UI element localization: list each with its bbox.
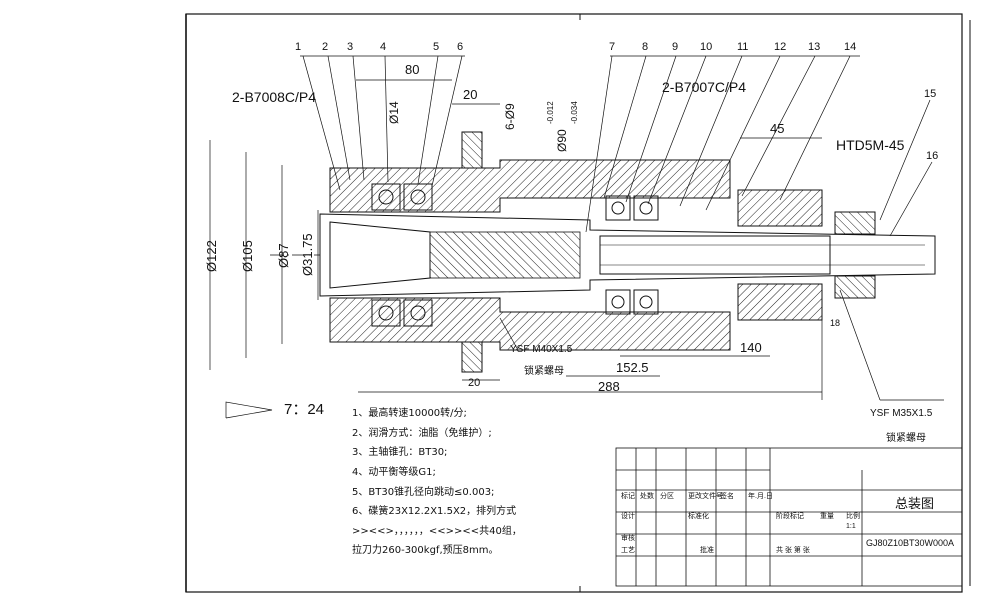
tech-note: 4、动平衡等级G1; <box>352 467 436 478</box>
tb-cell: 阶段标记 <box>776 511 804 520</box>
part-number: 5 <box>433 41 439 53</box>
pulley <box>737 189 876 321</box>
title-block-text: 总装图 GJ80Z10BT30W000A 1:1 标记 处数 分区 更改文件号 … <box>621 491 954 554</box>
tb-cell: 标记 <box>621 491 635 500</box>
dim-14: Ø14 <box>387 101 401 124</box>
tech-note: 6、碟簧23X12.2X1.5X2，排列方式 <box>352 506 517 517</box>
part-number: 15 <box>924 88 936 100</box>
dim-122: Ø122 <box>204 240 219 272</box>
tb-cell: 比例 <box>846 511 860 520</box>
tb-cell: 年.月.日 <box>748 491 773 500</box>
part-number: 3 <box>347 41 353 53</box>
part-number: 4 <box>380 41 386 53</box>
dim-18: 18 <box>830 318 840 328</box>
dim-31: Ø31.75 <box>300 233 315 276</box>
tb-cell: 签名 <box>720 491 734 500</box>
tb-cell: 共 张 第 张 <box>776 545 810 554</box>
dim-20-bottom: 20 <box>468 377 480 389</box>
dim-90-tol-lower: -0.034 <box>570 101 579 124</box>
part-numbers: 1 2 3 4 5 6 7 8 9 10 11 12 13 14 15 16 <box>295 41 938 162</box>
bearing-front-label: 2-B7008C/P4 <box>232 89 316 105</box>
thread-front: YSF M40X1.5 <box>510 344 573 355</box>
dim-105: Ø105 <box>240 240 255 272</box>
belt-label: HTD5M-45 <box>836 137 905 153</box>
title-block-frame <box>615 447 963 587</box>
part-number: 10 <box>700 41 712 53</box>
tb-cell: 设计 <box>621 511 635 520</box>
spindle <box>319 213 936 297</box>
tb-scale: 1:1 <box>846 523 856 530</box>
tech-note: 3、主轴锥孔：BT30; <box>352 447 448 458</box>
tb-cell: 分区 <box>660 491 674 500</box>
thread-front-cn: 锁紧螺母 <box>524 364 564 377</box>
tb-cell: 批准 <box>700 545 714 554</box>
tech-note: 5、BT30锥孔径向跳动≤0.003; <box>352 487 495 498</box>
tb-drawing-no: GJ80Z10BT30W000A <box>866 538 954 548</box>
part-number: 7 <box>609 41 615 53</box>
dim-20-top: 20 <box>463 87 477 102</box>
leader-lines <box>300 55 933 237</box>
dim-6-09: 6-Ø9 <box>503 103 517 130</box>
tb-cell: 标准化 <box>688 511 709 520</box>
dim-90-tol-upper: -0.012 <box>546 101 555 124</box>
dimension-lines <box>209 79 944 419</box>
part-number: 8 <box>642 41 648 53</box>
thread-rear: YSF M35X1.5 <box>870 408 933 419</box>
dim-87: Ø87 <box>276 243 291 268</box>
dim-80: 80 <box>405 62 419 77</box>
tb-title: 总装图 <box>895 496 934 511</box>
housing <box>329 131 731 373</box>
part-number: 9 <box>672 41 678 53</box>
part-number: 6 <box>457 41 463 53</box>
tech-note: 1、最高转速10000转/分; <box>352 408 467 419</box>
tech-note: 2、润滑方式：油脂（免维护）; <box>352 428 492 439</box>
part-number: 2 <box>322 41 328 53</box>
part-number: 12 <box>774 41 786 53</box>
tb-cell: 更改文件号 <box>688 491 723 500</box>
annotations: 2-B7008C/P4 2-B7007C/P4 HTD5M-45 80 20 Ø… <box>204 62 933 444</box>
dim-45: 45 <box>770 121 784 136</box>
part-number: 1 <box>295 41 301 53</box>
bearings <box>371 183 659 327</box>
part-number: 13 <box>808 41 820 53</box>
dim-90: Ø90 <box>555 129 569 152</box>
tech-note: >><<>，，，，，，<<>><<共40组， <box>352 526 522 537</box>
part-number: 11 <box>737 41 748 53</box>
dim-140: 140 <box>740 340 762 355</box>
dim-288: 288 <box>598 379 620 394</box>
frame <box>185 13 971 593</box>
tech-note: 拉刀力260-300kgf,预压8mm。 <box>352 545 499 556</box>
tb-cell: 审核 <box>621 533 635 542</box>
tb-cell: 处数 <box>640 491 654 500</box>
part-number: 14 <box>844 41 856 53</box>
tb-cell: 重量 <box>820 512 834 520</box>
thread-rear-cn: 锁紧螺母 <box>886 431 926 444</box>
part-number: 16 <box>926 150 938 162</box>
bearing-rear-label: 2-B7007C/P4 <box>662 79 746 95</box>
tb-cell: 工艺 <box>621 546 635 554</box>
dim-152: 152.5 <box>616 360 649 375</box>
taper-ratio: 7：24 <box>284 401 324 418</box>
